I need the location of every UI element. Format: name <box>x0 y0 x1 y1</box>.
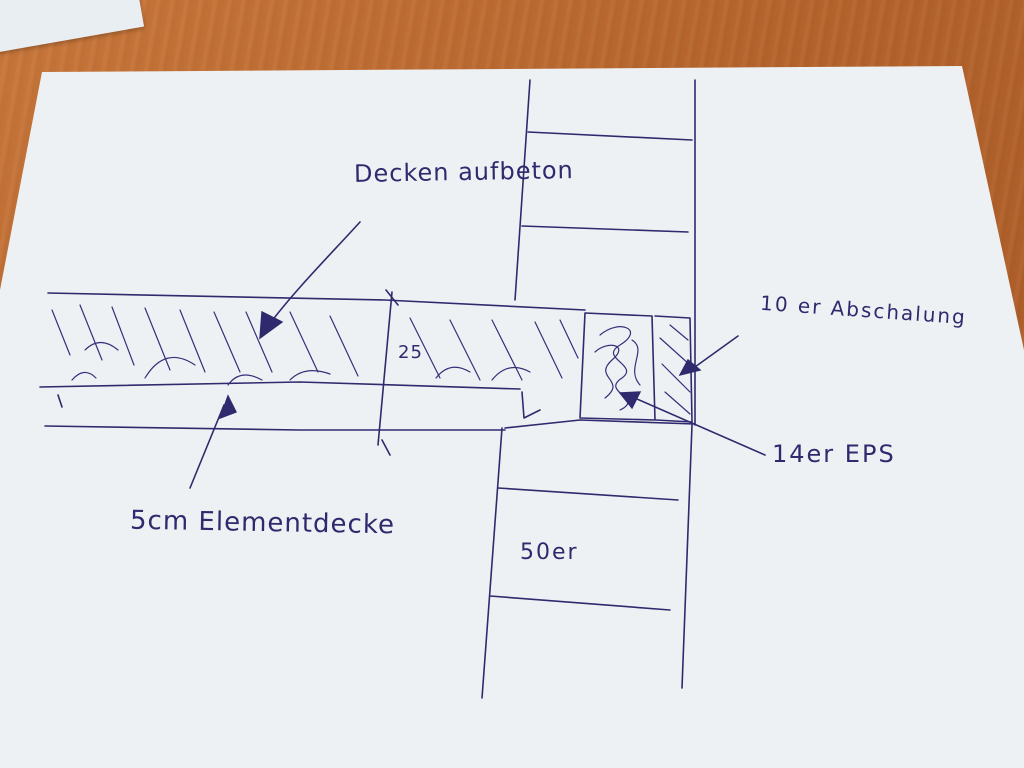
leader-elementdecke-arrow <box>189 394 237 489</box>
element-slab-top-edge <box>39 381 521 390</box>
label-elementdecke: 5cm Elementdecke <box>129 505 396 541</box>
lower-wall <box>481 419 696 699</box>
leader-abschalung-arrow <box>678 335 739 377</box>
lower-wall-right-edge <box>681 424 693 689</box>
lower-wall-left-edge <box>481 427 503 699</box>
slab-end-marker <box>521 391 541 419</box>
leader-eps-arrow <box>618 391 766 456</box>
upper-wall-left-edge <box>514 79 531 301</box>
upper-wall-course-1 <box>527 131 693 141</box>
label-wall-50er: 50er <box>520 540 579 565</box>
lower-wall-top <box>504 419 696 429</box>
topping-hatching <box>51 304 579 386</box>
slab-top-edge <box>47 292 586 311</box>
lower-wall-course-1 <box>497 487 679 501</box>
slab-left-tick <box>57 394 63 408</box>
label-eps: 14er EPS <box>772 440 896 468</box>
upper-wall-course-2 <box>521 225 689 233</box>
paper-sheet <box>0 66 1024 768</box>
dimension-line <box>377 289 399 456</box>
lower-wall-course-2 <box>489 595 671 611</box>
leader-aufbeton-arrow <box>259 221 361 340</box>
label-dimension-25: 25 <box>398 342 423 363</box>
slab-bottom-edge <box>44 425 506 431</box>
label-decken-aufbeton: Decken aufbeton <box>353 156 574 188</box>
